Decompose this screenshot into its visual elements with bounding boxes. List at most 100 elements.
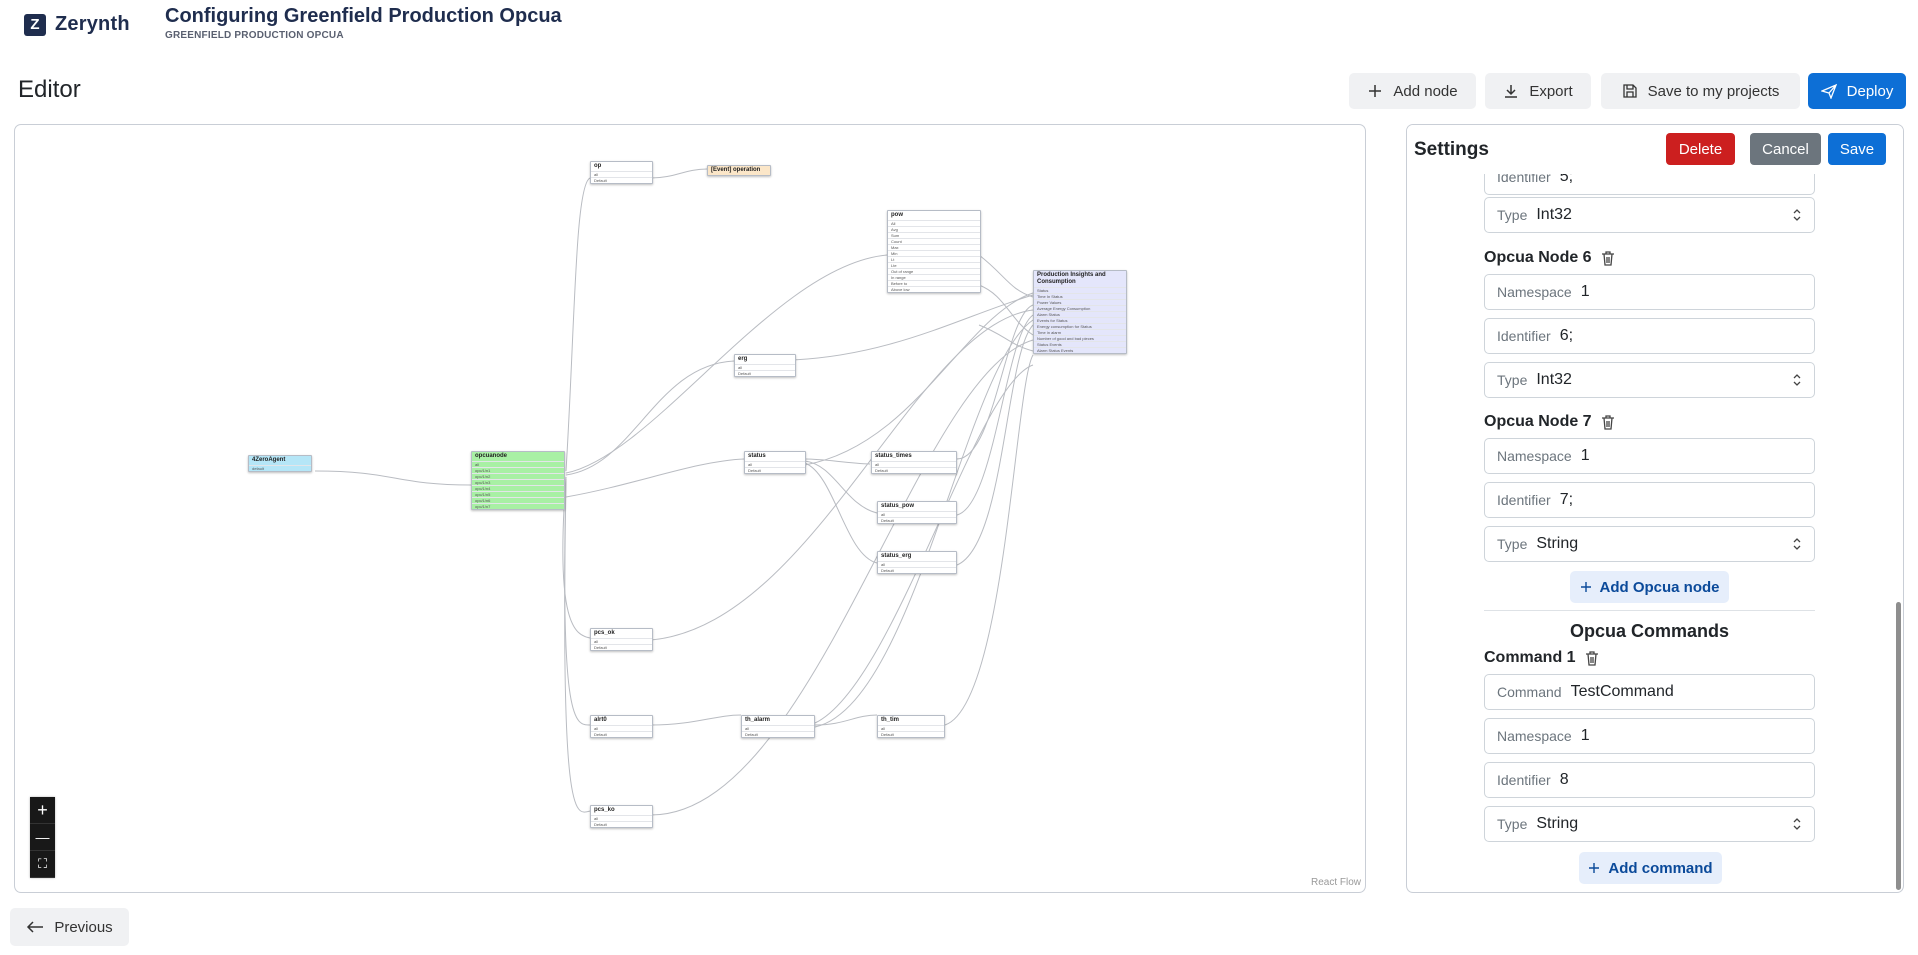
project-title: Configuring Greenfield Production Opcua xyxy=(165,5,562,27)
trash-icon[interactable] xyxy=(1584,650,1600,667)
add-node-button[interactable]: Add node xyxy=(1349,73,1476,109)
flow-node-status-times[interactable]: status_times all Default xyxy=(871,451,957,474)
fit-view-button[interactable]: ⛶ xyxy=(30,851,55,878)
node-port: Alarm Status Events xyxy=(1034,347,1126,353)
command-identifier-field[interactable]: Identifier 8 xyxy=(1484,762,1815,798)
node-port: all xyxy=(878,561,956,567)
node-title: erg xyxy=(738,356,748,362)
plus-icon xyxy=(1580,582,1591,592)
previous-label: Previous xyxy=(54,918,113,936)
node-port: Default xyxy=(878,517,956,523)
flow-node-th-alarm[interactable]: th_alarm all Default xyxy=(741,715,815,738)
node-port: Lte xyxy=(888,262,980,268)
plus-icon xyxy=(1589,863,1600,873)
section-divider xyxy=(1484,610,1815,611)
node-port: all xyxy=(872,461,956,467)
zoom-out-button[interactable]: — xyxy=(30,824,55,851)
flow-node-pcs-ok[interactable]: pcs_ok all Default xyxy=(590,628,653,651)
flow-node-pcs-ko[interactable]: pcs_ko all Default xyxy=(590,805,653,828)
field-label: Command xyxy=(1497,684,1562,700)
opcua-commands-title: Opcua Commands xyxy=(1569,621,1730,641)
command-type-select[interactable]: Type String xyxy=(1484,806,1815,842)
flow-node-status[interactable]: status all Default xyxy=(744,451,806,474)
command-namespace-field[interactable]: Namespace 1 xyxy=(1484,718,1815,754)
identifier-field-7[interactable]: Identifier 7; xyxy=(1484,482,1815,518)
section-title: Command 1 xyxy=(1484,649,1576,666)
settings-panel: Settings Delete Cancel Save Identifier 5… xyxy=(1406,124,1904,893)
floppy-disk-icon xyxy=(1622,84,1637,98)
flow-node-status-pow[interactable]: status_pow all Default xyxy=(877,501,957,524)
node-port: In range xyxy=(888,274,980,280)
flow-node-opcua[interactable]: opcuanode all opc/1/n1 opc/1/n2 opc/1/n3… xyxy=(471,451,565,510)
field-label: Type xyxy=(1497,816,1528,832)
add-opcua-node-button[interactable]: Add Opcua node xyxy=(1570,571,1729,603)
command-field[interactable]: Command TestCommand xyxy=(1484,674,1815,710)
previous-button[interactable]: Previous xyxy=(10,908,129,946)
type-select-7[interactable]: Type String xyxy=(1484,526,1815,562)
react-flow-attribution[interactable]: React Flow xyxy=(1310,877,1361,888)
type-select-5[interactable]: Type Int32 xyxy=(1484,197,1815,233)
field-label: Identifier xyxy=(1497,328,1551,344)
add-command-label: Add command xyxy=(1608,859,1713,877)
brand-logo[interactable]: Z Zerynth xyxy=(24,13,130,36)
node-title: alrt0 xyxy=(594,717,607,723)
flow-node-status-erg[interactable]: status_erg all Default xyxy=(877,551,957,574)
node-port: all xyxy=(878,725,944,731)
cancel-button[interactable]: Cancel xyxy=(1750,133,1821,165)
type-select-6[interactable]: Type Int32 xyxy=(1484,362,1815,398)
flow-node-production-insights[interactable]: Production Insights and Consumption Stat… xyxy=(1033,270,1127,354)
section-title: Opcua Node 7 xyxy=(1484,413,1592,430)
namespace-field-6[interactable]: Namespace 1 xyxy=(1484,274,1815,310)
flow-node-event-operation[interactable]: [Event] operation xyxy=(707,165,771,176)
identifier-field-6[interactable]: Identifier 6; xyxy=(1484,318,1815,354)
node-port: Average Energy Consumption xyxy=(1034,305,1126,311)
field-value: 8 xyxy=(1559,771,1569,788)
field-label: Identifier xyxy=(1497,772,1551,788)
node-port: Default xyxy=(591,644,652,650)
deploy-label: Deploy xyxy=(1846,82,1894,100)
field-value: 1 xyxy=(1580,283,1590,300)
node-port: Avg xyxy=(888,226,980,232)
settings-scrollbar[interactable] xyxy=(1896,602,1901,890)
flow-node-alrt[interactable]: alrt0 all Default xyxy=(590,715,653,738)
node-port: All xyxy=(888,220,980,226)
node-port: all xyxy=(591,171,652,177)
deploy-button[interactable]: Deploy xyxy=(1808,73,1906,109)
save-to-projects-button[interactable]: Save to my projects xyxy=(1601,73,1800,109)
node-title: Production Insights and Consumption xyxy=(1037,272,1106,285)
add-command-button[interactable]: Add command xyxy=(1579,852,1722,884)
command-1-heading: Command 1 xyxy=(1484,649,1600,667)
node-port: Energy consumption for Status xyxy=(1034,323,1126,329)
node-title: pcs_ok xyxy=(594,630,615,636)
node-port: Default xyxy=(878,567,956,573)
save-button[interactable]: Save xyxy=(1828,133,1886,165)
node-title: status xyxy=(748,453,766,459)
node-title: opcuanode xyxy=(475,453,508,459)
namespace-field-7[interactable]: Namespace 1 xyxy=(1484,438,1815,474)
flow-node-erg[interactable]: erg all Default xyxy=(734,354,796,377)
node-port: all xyxy=(472,461,564,467)
field-label: Type xyxy=(1497,372,1528,388)
delete-button[interactable]: Delete xyxy=(1666,133,1735,165)
zoom-in-button[interactable]: + xyxy=(30,797,55,824)
opcua-node-7-heading: Opcua Node 7 xyxy=(1484,413,1616,431)
node-port: Events for Status xyxy=(1034,317,1126,323)
flow-node-pow[interactable]: pow All Avg Sum Count Max Min Lt Lte Out… xyxy=(887,210,981,293)
flow-node-op[interactable]: op all Default xyxy=(590,161,653,184)
flow-node-agent[interactable]: 4ZeroAgent default xyxy=(248,455,312,472)
zerynth-logo-icon: Z xyxy=(24,13,46,36)
export-button[interactable]: Export xyxy=(1485,73,1591,109)
node-port: Default xyxy=(591,177,652,183)
node-port: Lt xyxy=(888,256,980,262)
flow-canvas[interactable]: 4ZeroAgent default opcuanode all opc/1/n… xyxy=(14,124,1366,893)
trash-icon[interactable] xyxy=(1600,414,1616,431)
node-port: Power Values xyxy=(1034,299,1126,305)
trash-icon[interactable] xyxy=(1600,250,1616,267)
select-chevron-icon xyxy=(1793,209,1801,221)
flow-node-th-tim[interactable]: th_tim all Default xyxy=(877,715,945,738)
send-icon xyxy=(1820,83,1837,99)
flow-edges xyxy=(314,168,1034,816)
node-port: Status xyxy=(1034,287,1126,293)
page-title: Editor xyxy=(18,76,81,103)
node-title: [Event] operation xyxy=(711,167,761,173)
